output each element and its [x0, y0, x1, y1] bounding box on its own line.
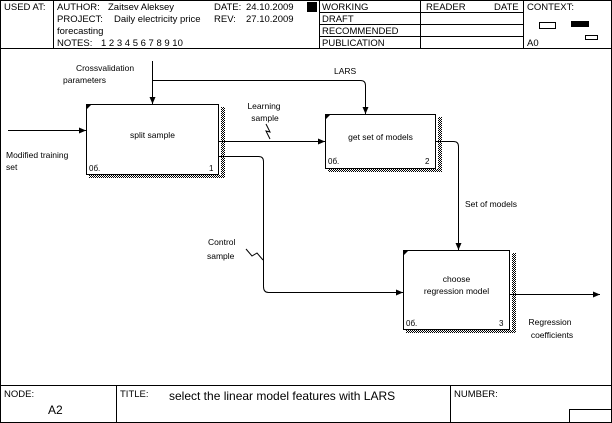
label-regression-line2: coefficients: [530, 330, 574, 340]
arrow-set-of-models: [436, 141, 462, 250]
label-control-line1: Control: [208, 237, 236, 247]
label-set-of-models: Set of models: [465, 199, 517, 209]
label-regression-line1: Regression: [528, 317, 572, 327]
label-modified-line1: Modified training: [6, 150, 69, 160]
box-get-set-of-models[interactable]: [325, 114, 436, 169]
arrow-lars: [152, 80, 369, 114]
box-choose-regression-model[interactable]: [403, 250, 510, 330]
node-value: A2: [48, 403, 63, 417]
squiggle-learning: [265, 123, 271, 140]
label-learning-line2: sample: [251, 113, 279, 123]
box-get-set-of-models-number: 2: [425, 157, 430, 166]
project-value-line2: forecasting: [57, 26, 104, 37]
project-value-line1: Daily electricity price: [114, 14, 201, 25]
project-label: PROJECT:: [57, 14, 103, 25]
box-choose-label-line2: regression model: [423, 286, 490, 296]
rev-label: REV:: [214, 14, 236, 25]
rev-value: 27.10.2009: [246, 14, 294, 25]
box-get-set-of-models-ref: 0б.: [328, 157, 340, 166]
context-thumbnail: [539, 21, 598, 40]
author-label: AUTHOR:: [57, 2, 100, 13]
box-split-sample-ref: 0б.: [89, 164, 101, 173]
used-at-label: USED AT:: [4, 2, 46, 13]
label-control-line2: sample: [207, 251, 235, 261]
label-modified-line2: set: [6, 162, 18, 172]
diagram-title: select the linear model features with LA…: [169, 389, 396, 403]
arrow-control-sample: [219, 156, 403, 296]
box-get-set-of-models-label: get set of models: [348, 132, 413, 142]
date-label: DATE:: [214, 2, 242, 13]
activity-boxes: [86, 104, 510, 330]
box-choose-ref: 0б.: [406, 319, 418, 328]
notes-numbers[interactable]: 1 2 3 4 5 6 7 8 9 10: [101, 38, 183, 49]
number-label: NUMBER:: [454, 389, 498, 400]
box-corner-marks: [87, 105, 408, 255]
title-label: TITLE:: [120, 389, 149, 400]
footer-grid: [0, 385, 612, 423]
status-draft: DRAFT: [322, 14, 354, 25]
label-learning-line1: Learning: [247, 101, 281, 111]
header-grid: [0, 0, 612, 49]
label-lars: LARS: [334, 66, 357, 76]
box-choose-number: 3: [499, 319, 504, 328]
working-status-marker: [307, 2, 317, 12]
label-crossvalidation-line1: Crossvalidation: [75, 63, 135, 73]
status-working: WORKING: [322, 2, 369, 13]
author-value: Zaitsev Aleksey: [108, 2, 174, 13]
status-publication: PUBLICATION: [322, 38, 385, 49]
context-label: CONTEXT:: [527, 2, 574, 13]
notes-label: NOTES:: [57, 38, 93, 49]
reader-date-label: DATE: [494, 2, 519, 13]
arrows: [8, 61, 600, 298]
node-label: NODE:: [4, 389, 35, 400]
box-split-sample-number: 1: [209, 164, 214, 173]
box-split-sample-label: split sample: [130, 130, 175, 140]
squiggle-control: [245, 248, 264, 261]
status-recommended: RECOMMENDED: [322, 26, 399, 37]
context-node: A0: [527, 38, 539, 49]
box-split-sample[interactable]: [86, 104, 219, 175]
label-crossvalidation-line2: parameters: [63, 75, 106, 85]
box-shadows: [89, 107, 516, 333]
box-choose-label-line1: choose: [442, 274, 471, 284]
reader-label: READER: [426, 2, 466, 13]
date-value: 24.10.2009: [246, 2, 294, 13]
